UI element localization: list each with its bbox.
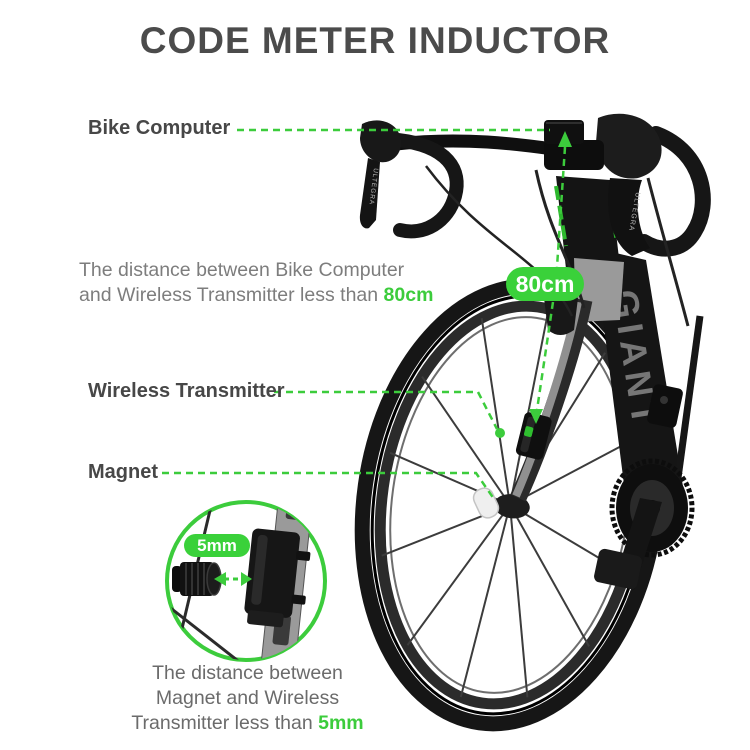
note-top-line2: and Wireless Transmitter less than (79, 284, 384, 306)
vertical-distance-line-lower (535, 301, 555, 411)
bike-computer-device (544, 120, 584, 144)
distance-note-top: The distance between Bike Computer and W… (79, 258, 433, 308)
right-brifter-hood (596, 113, 662, 179)
left-brake-lever (359, 158, 380, 229)
inset-magnet (172, 562, 222, 596)
left-lever-brand-text: ULTEGRA (367, 168, 378, 206)
pedal (594, 548, 642, 590)
arrow-down-icon (529, 409, 543, 424)
vertical-distance-line-upper (555, 146, 567, 268)
note-top-value: 80cm (383, 284, 434, 306)
label-magnet: Magnet (88, 461, 158, 483)
note-top-line1: The distance between Bike Computer (79, 259, 405, 281)
label-wireless-transmitter: Wireless Transmitter (88, 380, 285, 402)
page-title: CODE METER INDUCTOR (139, 20, 611, 61)
transmitter-led (523, 426, 534, 438)
annotation-lines (162, 128, 567, 500)
spokes (381, 309, 638, 698)
right-brake-lever (608, 178, 650, 256)
inset-transmitter (244, 528, 311, 628)
crankset (594, 458, 695, 590)
arrow-up-icon (558, 131, 572, 147)
arrow-right-icon (241, 572, 252, 586)
badge-80cm: 80cm (506, 267, 584, 301)
left-drop-bar (391, 133, 464, 239)
note-bottom-line3: Transmitter less than (131, 712, 319, 734)
inset-circle (165, 500, 327, 662)
hub (493, 494, 530, 519)
right-drop-bar (636, 126, 711, 257)
note-bottom-value: 5mm (318, 712, 364, 734)
arrow-left-icon (214, 572, 226, 586)
transmitter-point-dot (495, 428, 505, 438)
badge-5mm: 5mm (184, 534, 250, 557)
front-derailleur (647, 384, 683, 428)
wireless-transmitter-callout-line (274, 390, 499, 430)
label-bike-computer: Bike Computer (88, 117, 231, 139)
fork (510, 292, 593, 502)
note-bottom-line1: The distance between (152, 662, 343, 684)
note-bottom-line2: Magnet and Wireless (155, 687, 340, 709)
inset-gap-arrow (214, 572, 252, 586)
rear-tube (647, 315, 704, 479)
magnet-callout-line (162, 471, 496, 500)
left-brifter-hood (360, 120, 402, 163)
stem (544, 140, 604, 170)
distance-note-bottom: The distance between Magnet and Wireless… (95, 661, 400, 736)
handlebar: ULTEGRA ULTEGRA (359, 113, 711, 257)
wireless-transmitter-device (515, 412, 552, 460)
